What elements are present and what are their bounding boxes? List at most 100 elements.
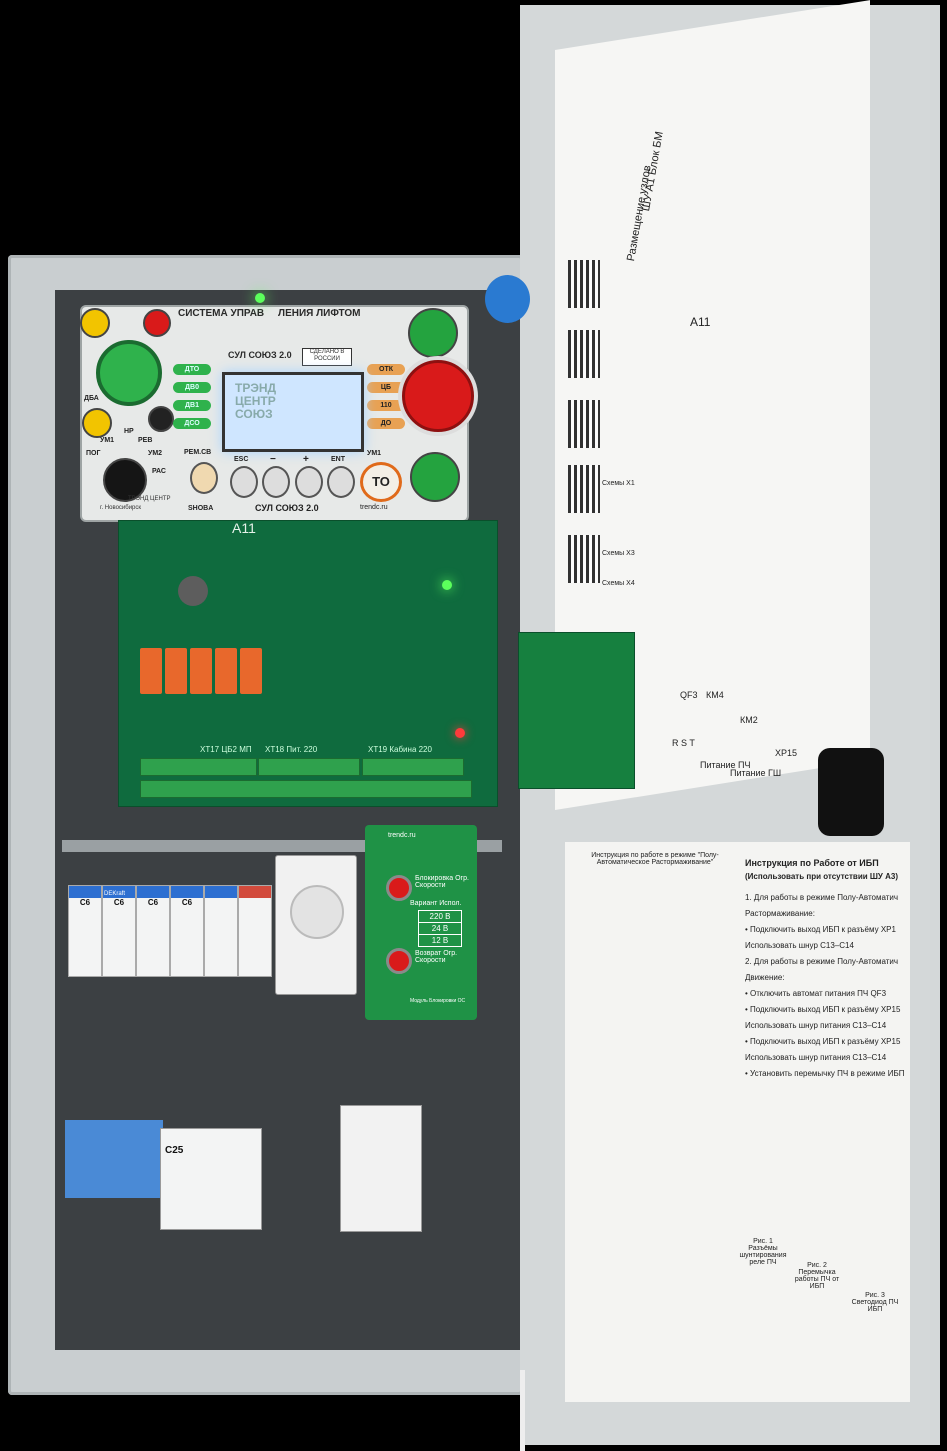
yellow-button-top[interactable] (80, 308, 110, 338)
volt-12: 12 В (418, 934, 462, 947)
breaker-1[interactable]: C6 (68, 885, 102, 977)
led-dto: ДТО (173, 364, 211, 375)
terminal-bottom-row[interactable] (140, 780, 472, 798)
lcd-screen (222, 372, 364, 452)
status-led-green (442, 580, 452, 590)
diagram-qf3: QF3 (680, 690, 698, 700)
key-plus-label: + (303, 454, 309, 465)
scheme-label-3: Схемы Х4 (602, 580, 635, 587)
maker-label: ТРЭНД ЦЕНТР (128, 496, 171, 502)
label-um1-left: УМ1 (100, 437, 115, 444)
screen-logo: ТРЭНД ЦЕНТР СОЮЗ (235, 381, 277, 421)
instr-right-subtitle: (Использовать при отсутствии ШУ А3) (745, 872, 899, 881)
plus-button[interactable] (295, 466, 323, 498)
green-button-bottom[interactable] (410, 452, 460, 502)
instr-left-title: Инструкция по работе в режиме "Полу-Авто… (591, 852, 719, 866)
emergency-stop-button[interactable] (402, 360, 474, 432)
panel-model: СУЛ СОЮЗ 2.0 (228, 350, 292, 360)
battery-icon (178, 576, 208, 606)
led-cb: ЦБ (367, 382, 405, 393)
instr-line: • Подключить выход ИБП к разъёму ХР15 (745, 1037, 901, 1046)
contactor[interactable] (340, 1105, 422, 1232)
green-button-top[interactable] (408, 308, 458, 358)
key-rem-label: РЕМ.СВ (184, 449, 212, 456)
diagram-rst: R S T (672, 738, 695, 748)
diagram-a11: А11 (690, 315, 711, 329)
navigation-ring[interactable] (96, 340, 162, 406)
label-np: НР (124, 428, 134, 435)
instr-line: Использовать шнур питания С13–С14 (745, 1021, 887, 1030)
led-dv0: ДВ0 (173, 382, 211, 393)
diagram-xp15: XP15 (775, 748, 798, 758)
instr-right-body: 1. Для работы в режиме Полу-Автоматич Ра… (745, 890, 905, 1082)
instruction-sheet (565, 842, 910, 1402)
breaker-3[interactable]: C6 (136, 885, 170, 977)
led-110: 110 (367, 400, 405, 411)
relay-5 (240, 648, 262, 694)
relay-3 (190, 648, 212, 694)
breaker-6[interactable] (238, 885, 272, 977)
led-do: ДО (367, 418, 405, 429)
instr-line: Растормаживание: (745, 909, 815, 918)
to-button[interactable]: ТО (360, 462, 402, 502)
qr-code-5 (568, 535, 600, 583)
terminal-xt18[interactable] (258, 758, 360, 776)
made-in-russia-badge: СДЕЛАНО В РОССИИ (302, 348, 352, 366)
volume-knob[interactable] (148, 406, 174, 432)
key-esc-label: ESC (234, 456, 249, 463)
enter-button[interactable] (327, 466, 355, 498)
qr-code-1 (568, 260, 600, 308)
key-minus-label: − (270, 454, 276, 465)
panel-title: СИСТЕМА УПРАВ ЛЕНИЯ ЛИФТОМ (178, 308, 361, 319)
led-dv1: ДВ1 (173, 400, 211, 411)
terminal-xt18-label: XT18 Пит. 220 (265, 745, 318, 754)
speed-return-button[interactable] (386, 948, 412, 974)
main-breaker-label: C25 (165, 1145, 184, 1156)
instr-line: Использовать шнур питания С13–С14 (745, 1053, 887, 1062)
breaker-2[interactable]: C6 (102, 885, 136, 977)
status-led-red (455, 728, 465, 738)
terminal-block-lower[interactable] (65, 1120, 163, 1198)
relay-1 (140, 648, 162, 694)
brand-label: SHOBA (188, 505, 214, 512)
red-button-top[interactable] (143, 309, 171, 337)
scheme-label-2: Схемы Х3 (602, 550, 635, 557)
key-um1-label: УМ1 (367, 450, 382, 457)
power-cable (470, 1370, 525, 1451)
mode-selector-knob[interactable] (103, 458, 147, 502)
led-dso: ДСО (173, 418, 211, 429)
qr-code-3 (568, 400, 600, 448)
terminal-xt17-label: XT17 ЦБ2 МП (200, 745, 252, 754)
qr-code-2 (568, 330, 600, 378)
diagram-km4: КМ4 (706, 690, 724, 700)
esc-button[interactable] (230, 466, 258, 498)
terminal-xt17[interactable] (140, 758, 257, 776)
terminal-xt19[interactable] (362, 758, 464, 776)
instr-line: 2. Для работы в режиме Полу-Автоматич (745, 957, 899, 966)
minus-button[interactable] (262, 466, 290, 498)
speed-module-site: trendc.ru (388, 832, 416, 839)
instr-right-title: Инструкция по Работе от ИБП (745, 858, 879, 868)
bell-button[interactable] (190, 462, 218, 494)
diagram-pch: Питание ПЧ (700, 760, 751, 770)
yellow-button-bottom[interactable] (82, 408, 112, 438)
main-breaker[interactable] (160, 1128, 262, 1230)
terminal-xt19-label: XT19 Кабина 220 (368, 745, 432, 754)
instr-line: 1. Для работы в режиме Полу-Автоматич (745, 893, 899, 902)
figure-2-caption: Рис. 2 Перемычка работы ПЧ от ИБП (794, 1262, 840, 1290)
top-led-green (255, 293, 265, 303)
breaker-5[interactable] (204, 885, 238, 977)
city-label: г. Новосибирск (100, 505, 142, 511)
qr-code-4 (568, 465, 600, 513)
label-um2: УМ2 (148, 450, 163, 457)
instr-line: • Отключить автомат питания ПЧ QF3 (745, 989, 887, 998)
diagram-gsh: Питание ГШ (730, 768, 782, 778)
instr-line: • Подключить выход ИБП к разъёму ХР1 (745, 925, 896, 934)
figure-1-caption: Рис. 1 Разъёмы шунтирования реле ПЧ (739, 1238, 787, 1266)
breaker-brand: DEKraft (104, 891, 126, 897)
breaker-4[interactable]: C6 (170, 885, 204, 977)
speed-block-button[interactable] (386, 875, 412, 901)
socket-face (290, 885, 344, 939)
door-lock-handle[interactable] (485, 275, 530, 323)
panel-model-bottom: СУЛ СОЮЗ 2.0 (255, 503, 319, 513)
